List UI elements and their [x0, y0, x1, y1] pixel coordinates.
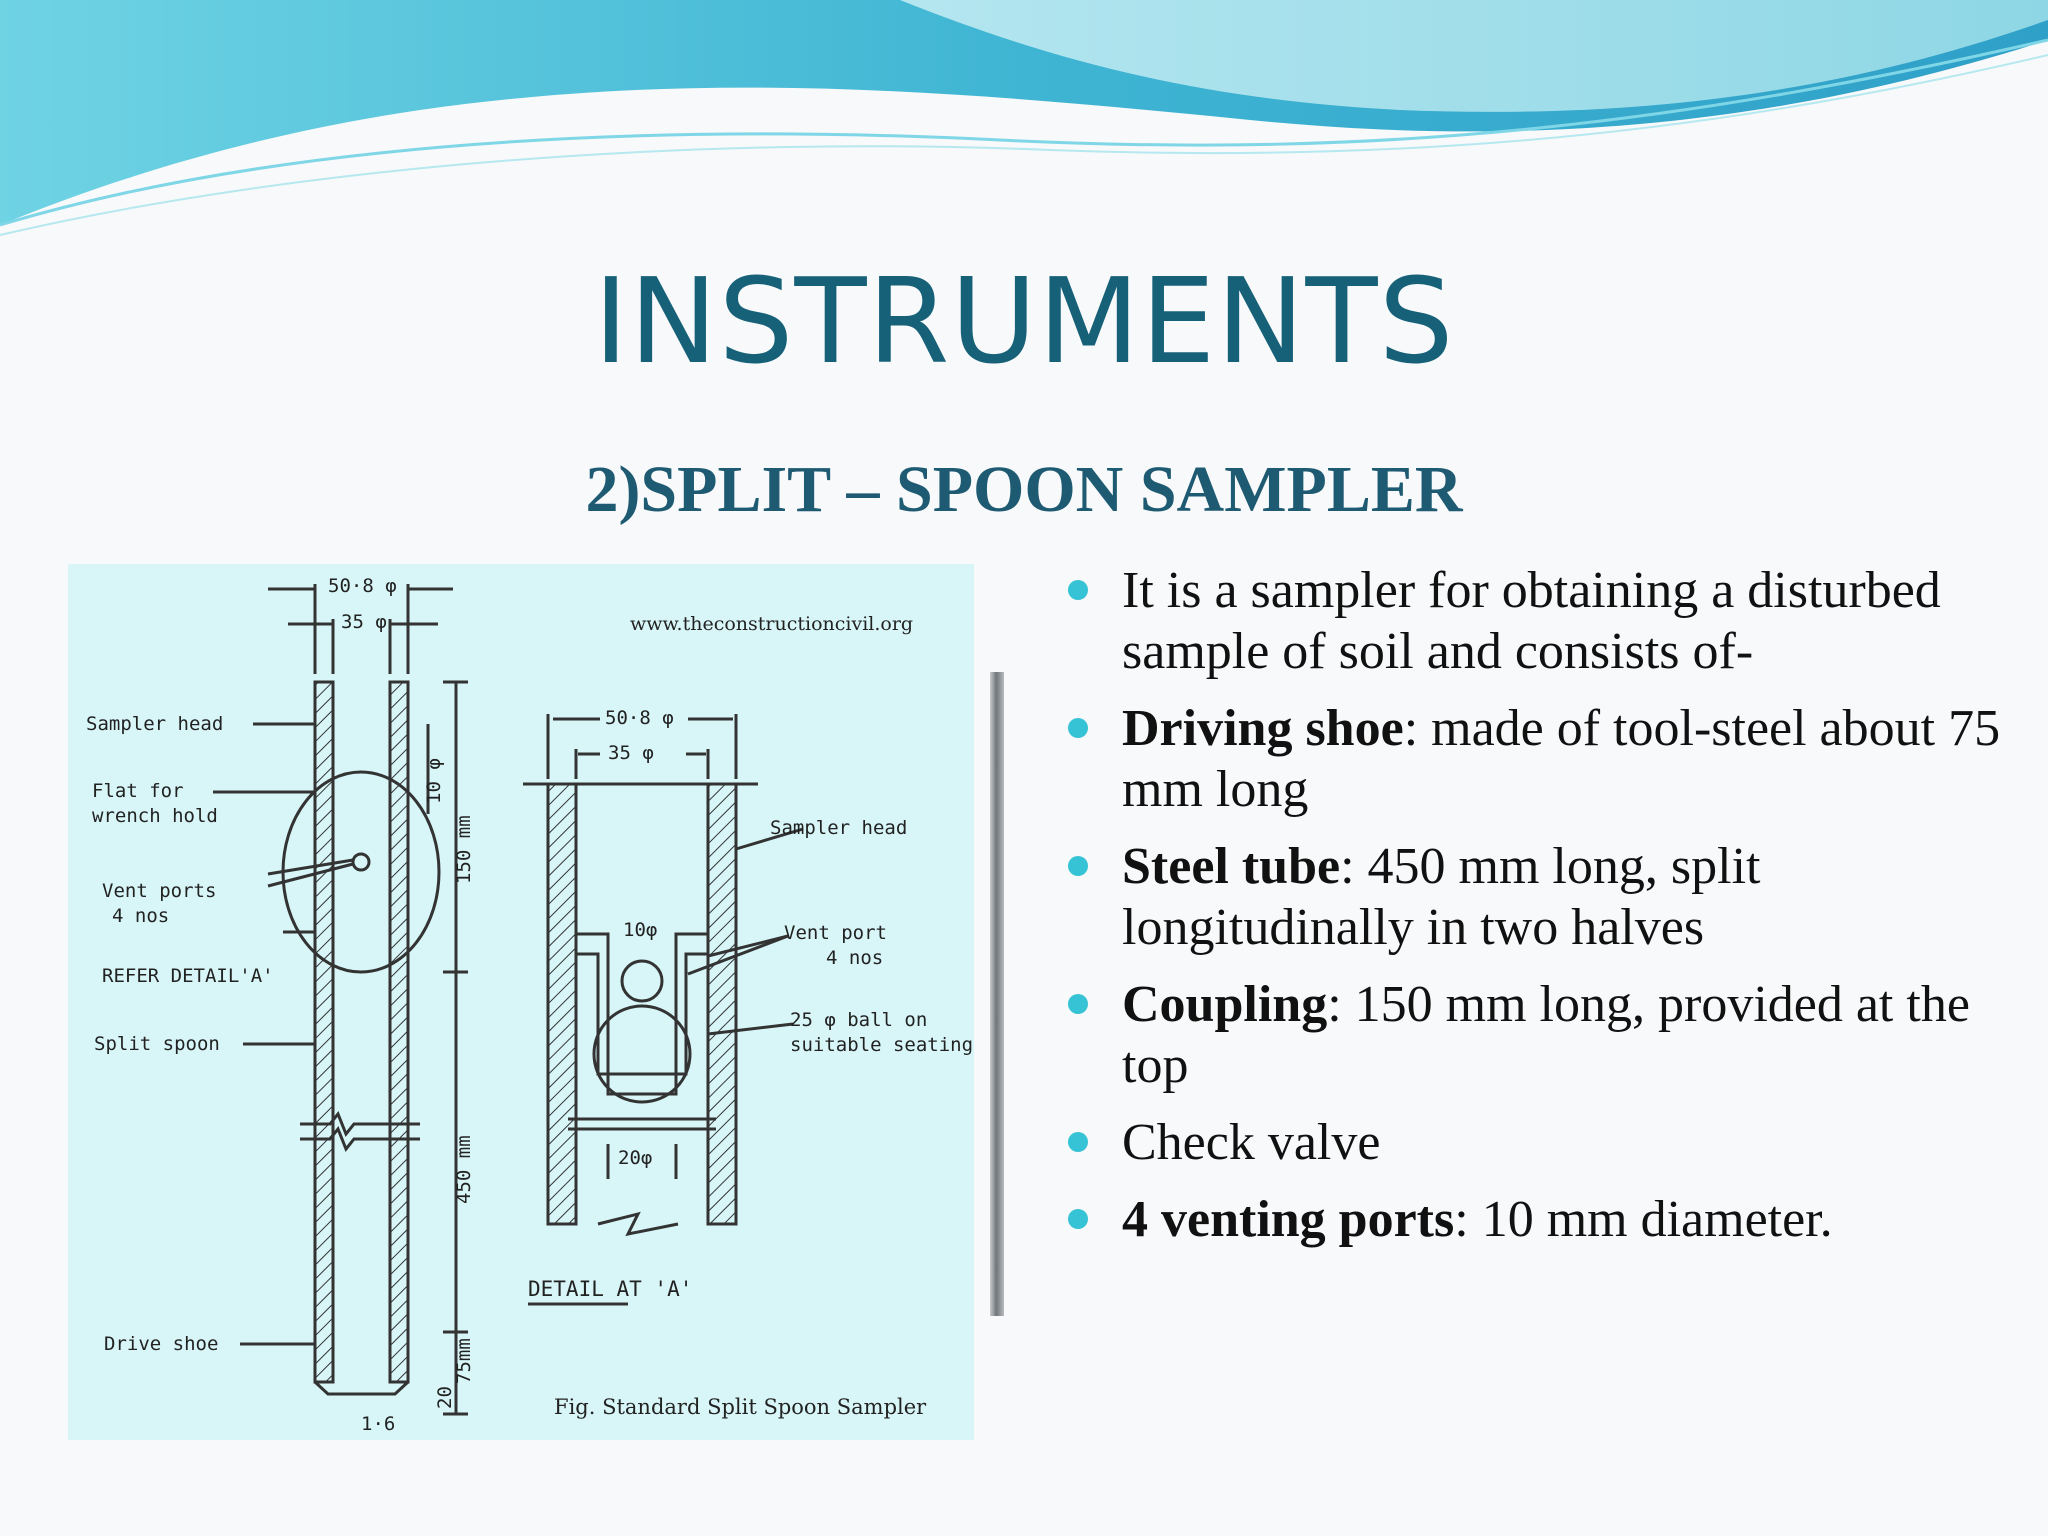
detail-sampler-head-label: Sampler head — [770, 817, 907, 839]
vertical-divider — [990, 672, 1004, 1316]
sampler-drawing: 50·8 φ 35 φ Sampler head Flat for wrench… — [86, 575, 973, 1435]
flat-for-label: Flat for — [92, 780, 184, 802]
tube-length-label: 450 mm — [453, 1135, 475, 1204]
detail-seating-label: suitable seating — [790, 1034, 973, 1056]
bullet-item: 4 venting ports: 10 mm diameter. — [1064, 1189, 2014, 1250]
detail-port-dia-label: 10φ — [623, 919, 657, 941]
port-dia-label: 10 φ — [423, 758, 445, 804]
slide-title: INSTRUMENTS — [593, 252, 1455, 390]
detail-vent-port-label: Vent port — [784, 922, 887, 944]
bullet-item: Coupling: 150 mm long, provided at the t… — [1064, 974, 2014, 1096]
bullet-item: It is a sampler for obtaining a disturbe… — [1064, 560, 2014, 682]
detail-title-label: DETAIL AT 'A' — [528, 1277, 692, 1301]
head-length-label: 150 mm — [453, 815, 475, 884]
detail-outer-dia-label: 50·8 φ — [605, 707, 674, 729]
bullet-dot-icon — [1068, 580, 1088, 600]
bullet-dot-icon — [1068, 1132, 1088, 1152]
bullet-dot-icon — [1068, 718, 1088, 738]
bullet-list: It is a sampler for obtaining a disturbe… — [1064, 560, 2014, 1266]
bullet-dot-icon — [1068, 1209, 1088, 1229]
refer-detail-label: REFER DETAIL'A' — [102, 965, 274, 987]
vent-ports-nos-label: 4 nos — [112, 905, 169, 927]
left-outer-dia-label: 50·8 φ — [328, 575, 397, 597]
header-waves — [0, 0, 2048, 236]
website-label: www.theconstructioncivil.org — [630, 613, 913, 635]
drive-shoe-label: Drive shoe — [104, 1333, 218, 1355]
detail-seat-dia-label: 20φ — [618, 1147, 652, 1169]
left-inner-dia-label: 35 φ — [341, 611, 387, 633]
bullet-item: Check valve — [1064, 1112, 2014, 1173]
detail-vent-port-nos-label: 4 nos — [826, 947, 883, 969]
split-spoon-sampler-figure: 50·8 φ 35 φ Sampler head Flat for wrench… — [68, 564, 974, 1440]
sampler-head-label: Sampler head — [86, 713, 223, 735]
bullet-item: Steel tube: 450 mm long, split longitudi… — [1064, 836, 2014, 958]
split-spoon-label: Split spoon — [94, 1033, 220, 1055]
shoe-tip-label: 20 — [434, 1386, 456, 1409]
wall-thickness-label: 1·6 — [361, 1413, 395, 1435]
slide-subtitle: 2)SPLIT – SPOON SAMPLER — [585, 453, 1463, 526]
wrench-hold-label: wrench hold — [92, 805, 218, 827]
detail-inner-dia-label: 35 φ — [608, 742, 654, 764]
bullet-item: Driving shoe: made of tool-steel about 7… — [1064, 698, 2014, 820]
bullet-dot-icon — [1068, 856, 1088, 876]
detail-ball-label: 25 φ ball on — [790, 1009, 927, 1031]
vent-ports-label: Vent ports — [102, 880, 216, 902]
shoe-length-label: 75mm — [453, 1338, 475, 1384]
bullet-dot-icon — [1068, 994, 1088, 1014]
figure-caption: Fig. Standard Split Spoon Sampler — [554, 1395, 927, 1419]
